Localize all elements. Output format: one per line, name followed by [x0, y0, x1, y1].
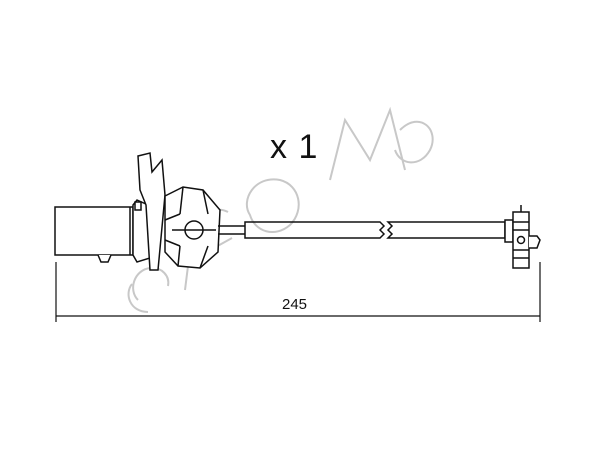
sensor-head — [504, 205, 541, 269]
mounting-clip — [137, 152, 166, 271]
length-dimension-label: 245 — [282, 296, 308, 313]
connector-plug — [54, 199, 151, 263]
dimension-line — [55, 262, 541, 322]
cable-retainer — [164, 186, 221, 269]
quantity-label: x 1 — [270, 128, 319, 166]
